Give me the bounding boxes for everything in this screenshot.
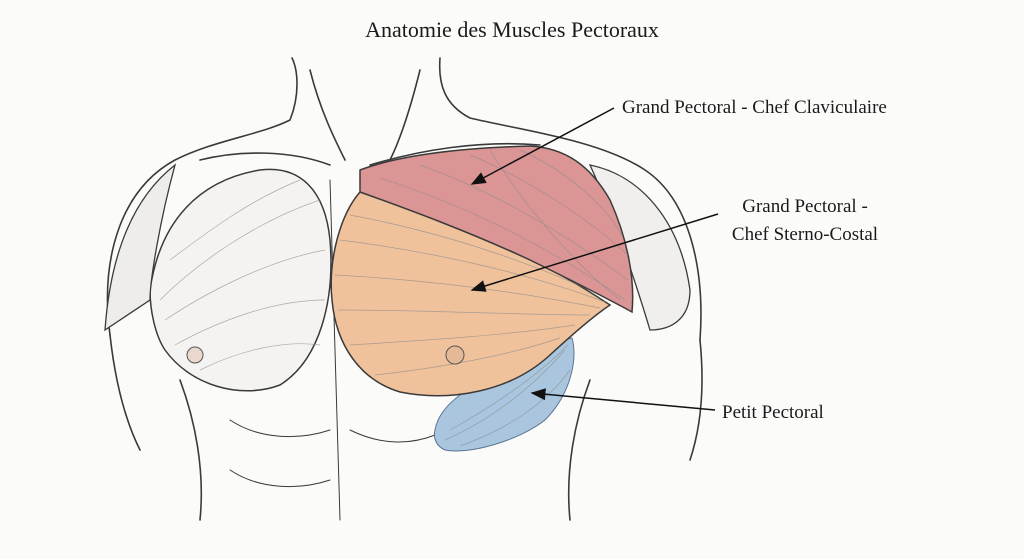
label-pectoralis-minor: Petit Pectoral bbox=[722, 402, 824, 423]
torso-outline bbox=[106, 57, 703, 521]
leader-arrow-sternal bbox=[470, 213, 719, 292]
nipple-icon bbox=[186, 346, 204, 364]
left-pectoral bbox=[104, 163, 332, 392]
leader-arrow-clavicular bbox=[470, 107, 615, 185]
left-deltoid bbox=[104, 163, 177, 332]
nipple-icon bbox=[445, 345, 465, 365]
diagram-title: Anatomie des Muscles Pectoraux bbox=[365, 17, 659, 42]
pectoralis-major-clavicular-head bbox=[359, 145, 634, 314]
label-sternal-head-line1: Grand Pectoral - bbox=[742, 196, 868, 217]
label-sternal-head-line2: Chef Sterno-Costal bbox=[732, 224, 878, 245]
leader-arrow-minor bbox=[530, 388, 716, 411]
label-clavicular-head: Grand Pectoral - Chef Claviculaire bbox=[622, 97, 887, 118]
